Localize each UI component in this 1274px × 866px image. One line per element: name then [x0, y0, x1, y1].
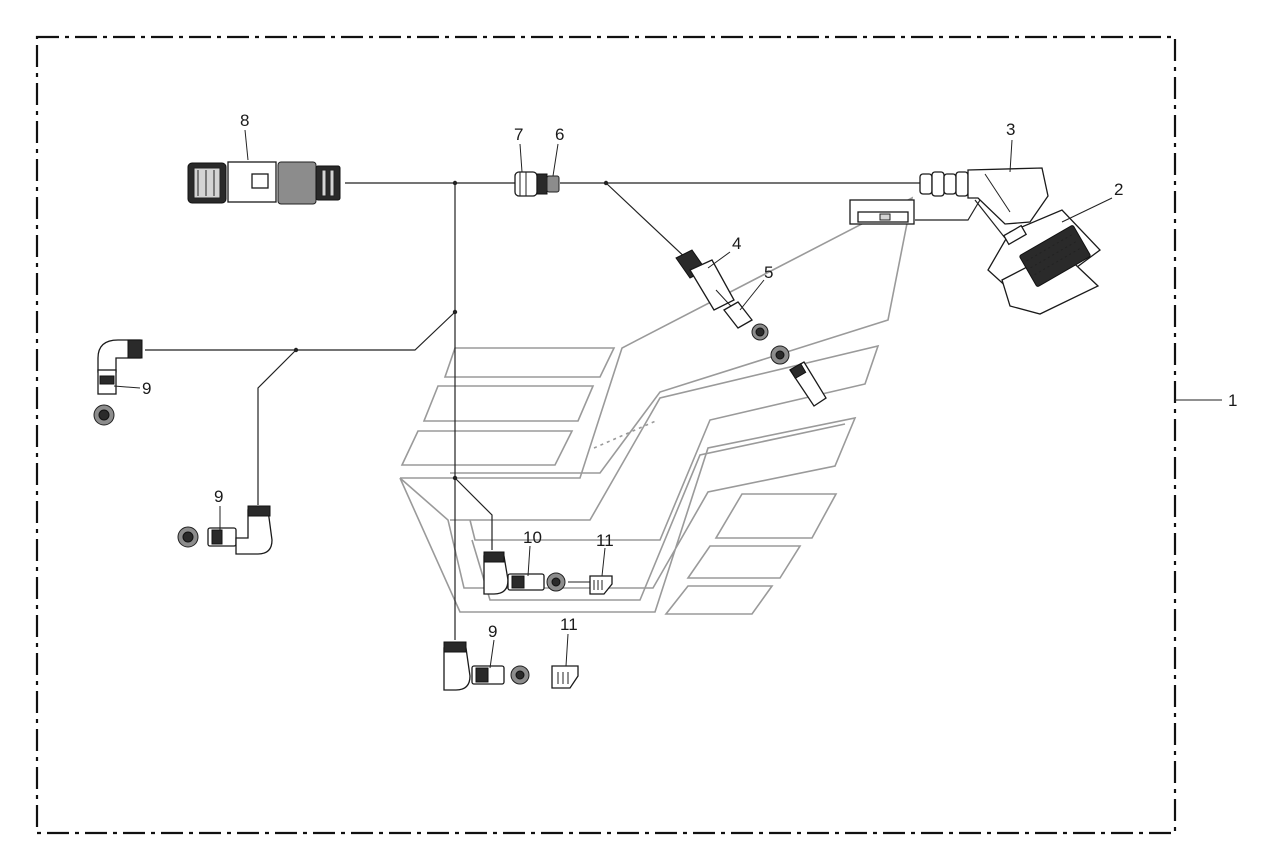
callout-1: 1 [1228, 391, 1237, 410]
bracket-part-11-b [551, 665, 579, 689]
harness-wires [145, 180, 1006, 640]
ecu-connector-part-2 [987, 209, 1101, 315]
callout-leaders [113, 129, 1222, 669]
callout-6: 6 [555, 125, 564, 144]
vehicle-outline [399, 196, 914, 615]
callout-4: 4 [732, 234, 741, 253]
loose-sensor [770, 345, 827, 407]
callout-9-c: 9 [488, 622, 497, 641]
seal-part-6 [546, 175, 560, 193]
sensor-lead-part-4 [675, 249, 741, 317]
callout-5: 5 [764, 263, 773, 282]
inline-connector-part-7 [514, 171, 548, 197]
ecu-harness-boot-part-3 [919, 167, 1049, 225]
assembly-boundary [35, 35, 1177, 835]
small-connector-part-5 [723, 301, 769, 341]
sensor-assembly-part-10 [483, 551, 590, 595]
callout-2: 2 [1114, 180, 1123, 199]
callout-labels: 1 2 3 4 5 6 7 8 9 9 9 10 11 11 [142, 111, 1237, 641]
callout-10: 10 [523, 528, 542, 547]
elbow-sensor-part-9-b [177, 505, 273, 555]
fuse-holder [849, 199, 915, 225]
elbow-sensor-part-9-a [93, 339, 143, 426]
callout-11-b: 11 [560, 615, 578, 634]
elbow-sensor-part-9-c [443, 641, 530, 691]
callout-3: 3 [1006, 120, 1015, 139]
main-connector-part-8 [187, 161, 341, 205]
callout-8: 8 [240, 111, 249, 130]
callout-11-a: 11 [596, 531, 614, 550]
callout-9-a: 9 [142, 379, 151, 398]
callout-9-b: 9 [214, 487, 223, 506]
bracket-part-11-a [589, 575, 613, 595]
callout-7: 7 [514, 125, 523, 144]
